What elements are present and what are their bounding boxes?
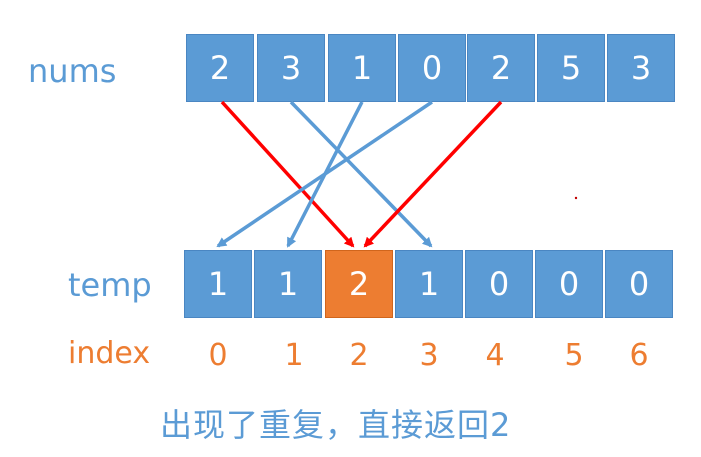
nums-cell: 1 [328,34,396,102]
nums-cell: 3 [257,34,325,102]
index-label: index [68,336,151,371]
index-number: 5 [564,338,584,373]
nums-cell: 5 [537,34,605,102]
temp-cell: 0 [605,250,673,318]
temp-cell-highlighted: 2 [325,250,393,318]
index-number: 6 [629,338,649,373]
mapping-arrow [216,100,433,248]
index-number: 1 [284,338,304,373]
index-number: 3 [419,338,439,373]
temp-cell: 1 [254,250,322,318]
temp-cell: 1 [395,250,463,318]
caption: 出现了重复，直接返回2 [160,406,512,444]
temp-label: temp [68,266,152,304]
duplicate-arrow [363,100,503,248]
temp-cell: 0 [535,250,603,318]
index-number: 0 [208,338,228,373]
index-number: 2 [349,338,369,373]
duplicate-arrow [220,100,355,248]
temp-cell: 1 [184,250,252,318]
index-number: 4 [485,338,505,373]
nums-cell: 3 [607,34,675,102]
stray-dot [574,196,578,200]
mapping-arrow [289,100,433,248]
nums-cell: 2 [467,34,535,102]
nums-label: nums [28,52,117,90]
nums-cell: 2 [186,34,254,102]
nums-cell: 0 [398,34,466,102]
temp-cell: 0 [465,250,533,318]
